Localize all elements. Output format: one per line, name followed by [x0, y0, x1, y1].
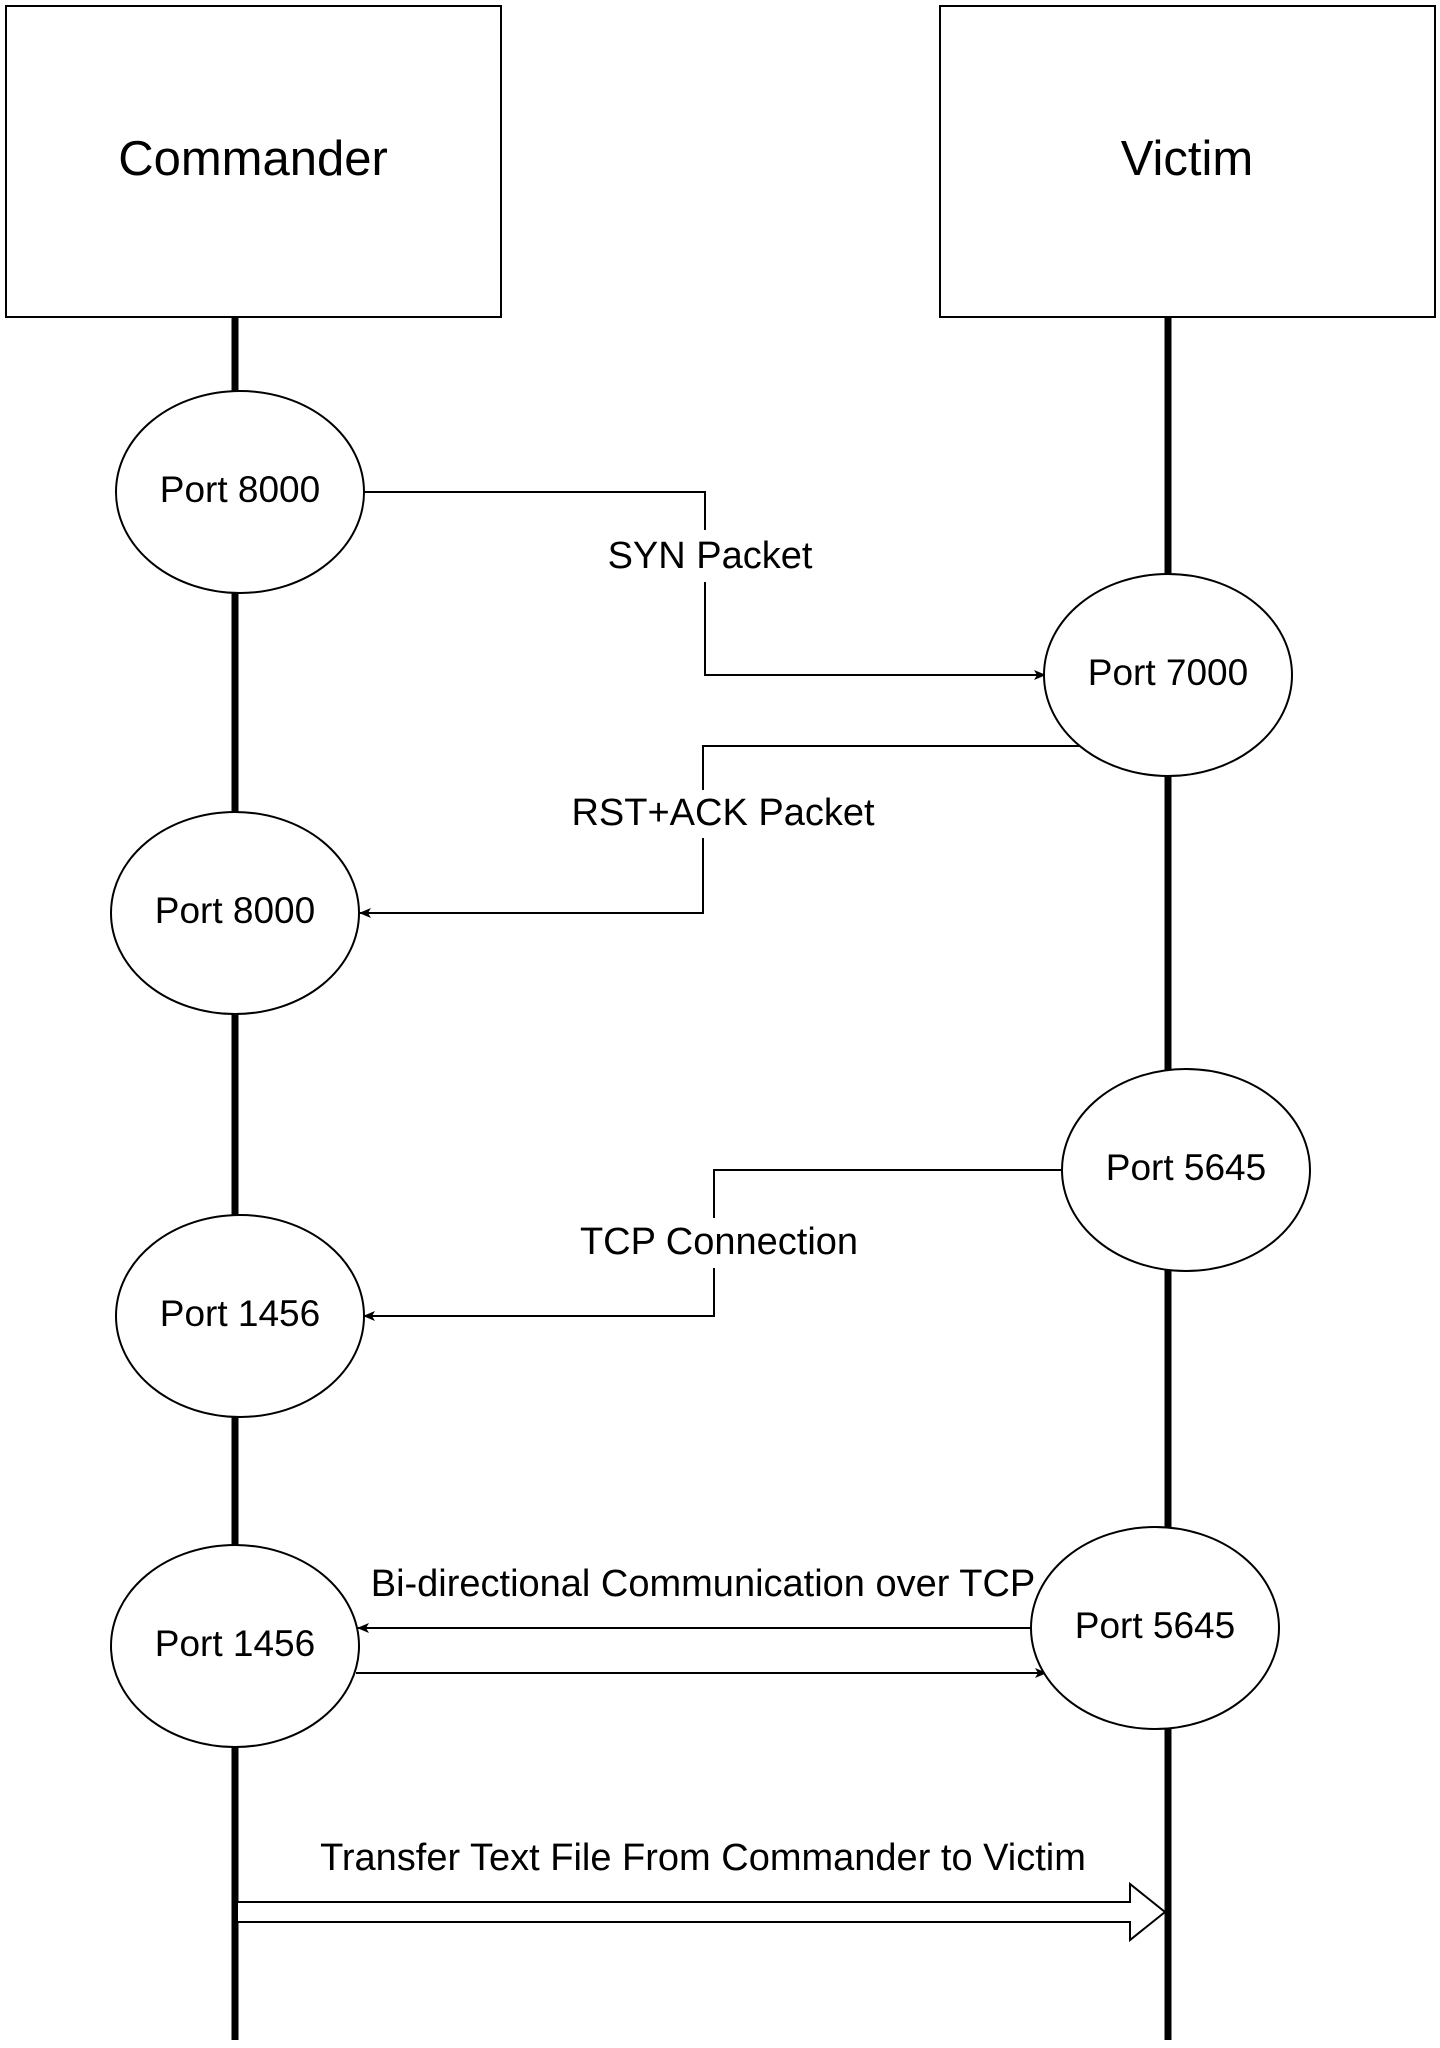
rst-ack-label: RST+ACK Packet	[571, 792, 874, 834]
port-ellipse-commander-8000-b: Port 8000	[110, 811, 360, 1015]
rst-ack-connector: RST+ACK Packet	[359, 745, 1082, 918]
transfer-arrow: Transfer Text File From Commander to Vic…	[238, 1837, 1167, 1943]
port-label: Port 5645	[1106, 1147, 1266, 1188]
syn-packet-connector: SYN Packet	[364, 491, 1046, 680]
port-ellipse-commander-8000-a: Port 8000	[115, 390, 365, 594]
port-ellipse-commander-1456-a: Port 1456	[115, 1214, 365, 1418]
syn-packet-label: SYN Packet	[608, 535, 813, 577]
port-label: Port 8000	[155, 890, 315, 931]
commander-label: Commander	[118, 132, 388, 186]
transfer-label: Transfer Text File From Commander to Vic…	[320, 1837, 1086, 1879]
port-ellipse-victim-7000: Port 7000	[1043, 573, 1293, 777]
bidirectional-label: Bi-directional Communication over TCP	[371, 1563, 1036, 1605]
port-ellipse-victim-5645-a: Port 5645	[1061, 1068, 1311, 1272]
tcp-connection-label: TCP Connection	[580, 1221, 858, 1263]
port-ellipse-commander-1456-b: Port 1456	[110, 1544, 360, 1748]
port-label: Port 1456	[155, 1623, 315, 1664]
port-ellipse-victim-5645-b: Port 5645	[1030, 1526, 1280, 1730]
port-label: Port 5645	[1075, 1605, 1235, 1646]
bidirectional-connector: Bi-directional Communication over TCP	[356, 1563, 1047, 1678]
commander-box: Commander	[5, 5, 502, 318]
port-label: Port 8000	[160, 469, 320, 510]
port-label: Port 7000	[1088, 652, 1248, 693]
victim-box: Victim	[939, 5, 1436, 318]
port-label: Port 1456	[160, 1293, 320, 1334]
tcp-connection-connector: TCP Connection	[363, 1169, 1063, 1321]
victim-label: Victim	[1121, 132, 1254, 186]
